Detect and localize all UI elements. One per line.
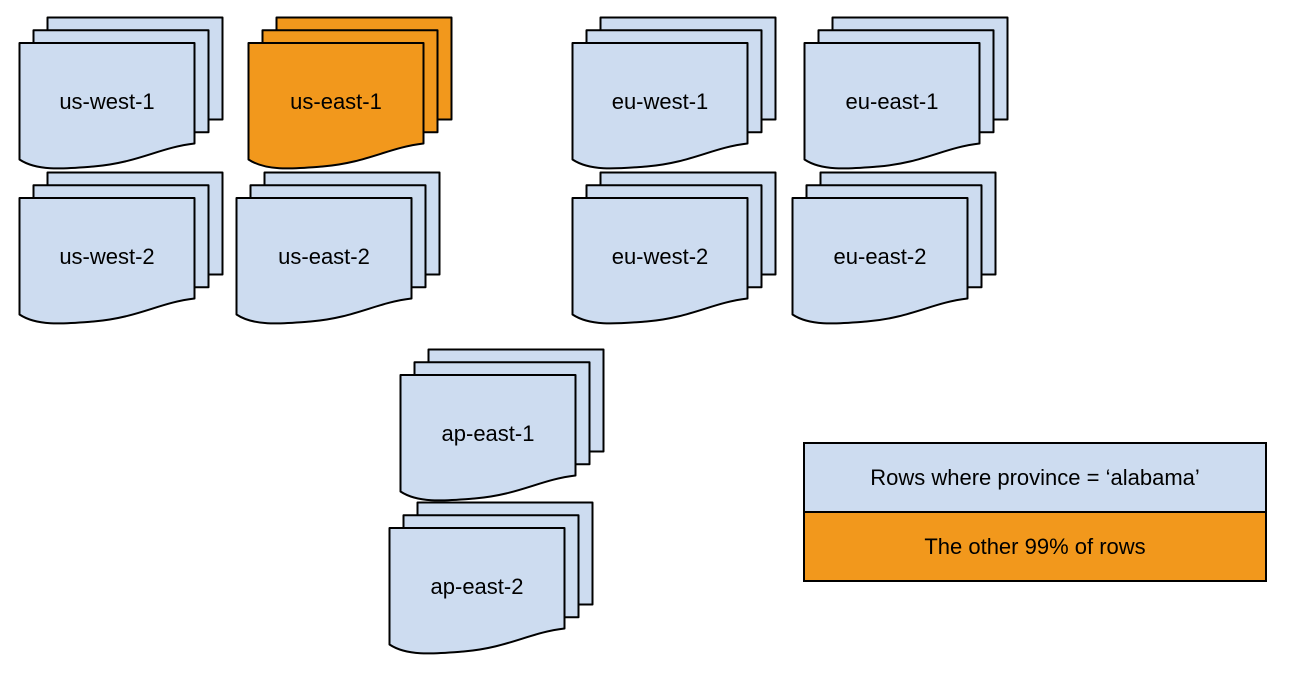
stack-front-document <box>18 42 196 170</box>
stack-front-document <box>803 42 981 170</box>
legend-label-other-rows: The other 99% of rows <box>924 533 1146 559</box>
region-label: us-east-2 <box>278 244 370 269</box>
region-label: ap-east-2 <box>431 574 524 599</box>
doc-stack-eu-west-2: eu-west-2 <box>571 171 778 329</box>
document-stack-icon: eu-west-1 <box>571 16 777 170</box>
doc-stack-us-east-1: us-east-1 <box>247 16 454 174</box>
stack-front-document <box>388 527 566 655</box>
doc-stack-us-west-2: us-west-2 <box>18 171 225 329</box>
region-label: ap-east-1 <box>442 421 535 446</box>
stack-front-document <box>18 197 196 325</box>
stack-front-document <box>399 374 577 502</box>
region-label: eu-west-2 <box>612 244 709 269</box>
document-stack-icon: us-east-1 <box>247 16 453 170</box>
region-label: eu-east-1 <box>846 89 939 114</box>
region-label: us-west-1 <box>59 89 154 114</box>
document-stack-icon: eu-east-1 <box>803 16 1009 170</box>
document-stack-icon: us-west-2 <box>18 171 224 325</box>
doc-stack-eu-west-1: eu-west-1 <box>571 16 778 174</box>
stack-front-document <box>791 197 969 325</box>
document-stack-icon: eu-west-2 <box>571 171 777 325</box>
document-stack-icon: us-west-1 <box>18 16 224 170</box>
legend-label-province-rows: Rows where province = ‘alabama’ <box>870 464 1200 490</box>
doc-stack-us-west-1: us-west-1 <box>18 16 225 174</box>
doc-stack-eu-east-1: eu-east-1 <box>803 16 1010 174</box>
stack-front-document <box>571 42 749 170</box>
document-stack-icon: ap-east-2 <box>388 501 594 655</box>
stack-front-document <box>571 197 749 325</box>
doc-stack-ap-east-2: ap-east-2 <box>388 501 595 659</box>
document-stack-icon: eu-east-2 <box>791 171 997 325</box>
document-stack-icon: ap-east-1 <box>399 348 605 502</box>
doc-stack-ap-east-1: ap-east-1 <box>399 348 606 506</box>
document-stack-icon: us-east-2 <box>235 171 441 325</box>
stack-front-document <box>235 197 413 325</box>
region-label: eu-east-2 <box>834 244 927 269</box>
legend-row-province-rows: Rows where province = ‘alabama’ <box>805 444 1265 513</box>
legend: Rows where province = ‘alabama’ The othe… <box>803 442 1267 582</box>
doc-stack-us-east-2: us-east-2 <box>235 171 442 329</box>
legend-row-other-rows: The other 99% of rows <box>805 513 1265 580</box>
region-label: us-west-2 <box>59 244 154 269</box>
region-label: us-east-1 <box>290 89 382 114</box>
region-label: eu-west-1 <box>612 89 709 114</box>
doc-stack-eu-east-2: eu-east-2 <box>791 171 998 329</box>
stack-front-document <box>247 42 425 170</box>
